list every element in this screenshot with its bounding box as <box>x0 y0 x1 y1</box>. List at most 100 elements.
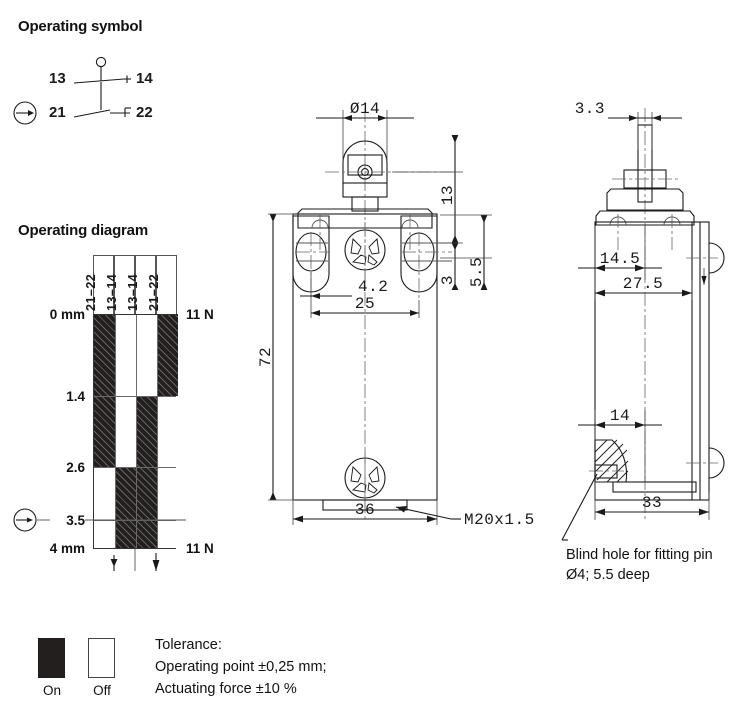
legend: On Off Tolerance: Operating point ±0,25 … <box>0 620 460 715</box>
diagram-segment-on <box>157 314 178 397</box>
dim-text-3: 3 <box>439 275 457 285</box>
dim-14p5: 14.5 <box>578 226 662 280</box>
diagram-column-header: 21–22 <box>147 255 177 314</box>
side-switch-head <box>595 188 695 250</box>
diagram-segment-on <box>115 466 136 549</box>
diagram-segment-off <box>115 314 136 467</box>
diagram-rule-0 <box>94 314 176 315</box>
diagram-column-13-14-right <box>136 314 157 549</box>
side-switch-body <box>594 221 710 501</box>
dim-text-5p5: 5.5 <box>468 257 486 287</box>
symbol-terminal-13: 13 <box>49 70 66 87</box>
diagram-column-header: 13–14 <box>105 255 135 314</box>
mounting-ear-left <box>292 215 330 300</box>
diagram-segment-off <box>136 314 157 397</box>
callout-text-m20: M20x1.5 <box>464 511 535 529</box>
diagram-state-grid <box>93 314 178 549</box>
diagram-column-separator <box>115 314 116 549</box>
diagram-ylabel-4: 4 mm <box>49 541 85 556</box>
dim-25: 25 <box>310 295 420 318</box>
symbol-terminal-22: 22 <box>136 104 153 121</box>
diagram-column-21-22-right <box>157 314 178 549</box>
dim-text-roller-diameter: Ø14 <box>350 100 380 118</box>
side-plunger-stem <box>637 124 653 203</box>
dim-13: 13 <box>439 135 459 243</box>
diagram-column-header: 13–14 <box>126 255 156 314</box>
heading-operating-diagram: Operating diagram <box>18 222 148 239</box>
side-plunger-guide <box>612 169 678 189</box>
plunger-neck <box>351 196 379 212</box>
dim-roller-diameter: Ø14 <box>316 100 414 162</box>
dim-27p5: 27.5 <box>594 275 693 300</box>
tolerance-line-3: Actuating force ±10 % <box>155 681 297 697</box>
dim-3p3: 3.3 <box>575 100 682 150</box>
switch-head <box>297 208 433 250</box>
symbol-terminal-14: 14 <box>136 70 153 87</box>
diagram-column-21-22-left <box>94 314 115 549</box>
diagram-ylabel-2p6: 2.6 <box>66 460 85 475</box>
diagram-ylabel-3p5: 3.5 <box>66 513 85 528</box>
contact-13-14 <box>73 75 131 84</box>
dim-text-14: 14 <box>610 407 630 425</box>
side-bottom-flange <box>612 481 697 493</box>
diagram-segment-off <box>157 396 178 549</box>
legend-swatch-on <box>38 638 65 678</box>
diagram-column-label: 13–14 <box>104 273 119 311</box>
tolerance-line-1: Tolerance: <box>155 637 222 653</box>
tolerance-line-2: Operating point ±0,25 mm; <box>155 659 327 675</box>
dim-text-14p5: 14.5 <box>600 250 640 268</box>
roller-plunger <box>325 140 452 198</box>
dim-text-36: 36 <box>355 501 375 519</box>
callout-blind-hole: Blind hole for fitting pin Ø4; 5.5 deep <box>566 545 713 585</box>
legend-label-off: Off <box>93 683 111 698</box>
side-blind-hole-boss <box>589 439 629 483</box>
symbol-terminal-21: 21 <box>49 104 66 121</box>
diagram-segment-off <box>94 466 115 549</box>
callout-blind-hole-line1: Blind hole for fitting pin <box>566 547 713 563</box>
contact-21-22 <box>73 107 131 118</box>
callout-blind-hole-leader <box>561 473 598 541</box>
diagram-column-header: 21–22 <box>84 255 114 314</box>
mounting-ear-right <box>400 215 452 300</box>
diagram-rule-2p6 <box>94 466 176 468</box>
tolerance-note: Tolerance: Operating point ±0,25 mm; Act… <box>155 634 327 700</box>
dim-text-72: 72 <box>257 347 275 367</box>
switch-body <box>292 213 438 501</box>
callout-blind-hole-line2: Ø4; 5.5 deep <box>566 567 650 583</box>
diagram-travel-arrow-right <box>152 553 160 571</box>
diagram-column-separator <box>157 314 158 549</box>
dim-72: 72 <box>257 213 295 501</box>
dim-text-13: 13 <box>439 185 457 205</box>
dim-text-3p3: 3.3 <box>575 100 605 118</box>
diagram-column-label: 21–22 <box>83 273 98 311</box>
diagram-segment-on <box>94 314 115 467</box>
dim-5p5: 5.5 <box>440 214 492 290</box>
diagram-travel-arrow-left <box>110 555 118 571</box>
diagram-column-label: 13–14 <box>125 273 140 311</box>
side-cover-latch-lower <box>686 447 725 479</box>
dim-text-33: 33 <box>642 494 662 512</box>
dim-text-27p5: 27.5 <box>623 275 663 293</box>
plunger-arrow-icon <box>13 101 37 125</box>
dim-text-25: 25 <box>355 295 375 313</box>
callout-m20: M20x1.5 <box>395 506 535 529</box>
diagram-rule-1p4 <box>94 396 176 398</box>
dim-36: 36 <box>292 500 438 525</box>
dim-4p2: 4.2 <box>300 272 388 300</box>
diagram-rule-4 <box>94 548 176 549</box>
dim-3: 3 <box>439 243 459 290</box>
dim-text-4p2: 4.2 <box>358 278 388 296</box>
diagram-ylabel-1p4: 1.4 <box>66 389 85 404</box>
operating-diagram-chart: 21–22 13–14 13–14 21–22 <box>0 215 250 575</box>
legend-label-on: On <box>42 683 61 698</box>
diagram-ylabel-0: 0 mm <box>49 307 85 322</box>
diagram-force-bottom: 11 N <box>186 541 214 556</box>
symbol-plunger-icon <box>95 56 107 110</box>
dim-33: 33 <box>594 482 710 520</box>
diagram-segment-on <box>136 396 157 549</box>
dim-14: 14 <box>578 407 662 482</box>
conduit-entry <box>322 499 408 511</box>
diagram-rule-3p5 <box>94 519 176 521</box>
cover-screw-bottom <box>344 450 386 508</box>
